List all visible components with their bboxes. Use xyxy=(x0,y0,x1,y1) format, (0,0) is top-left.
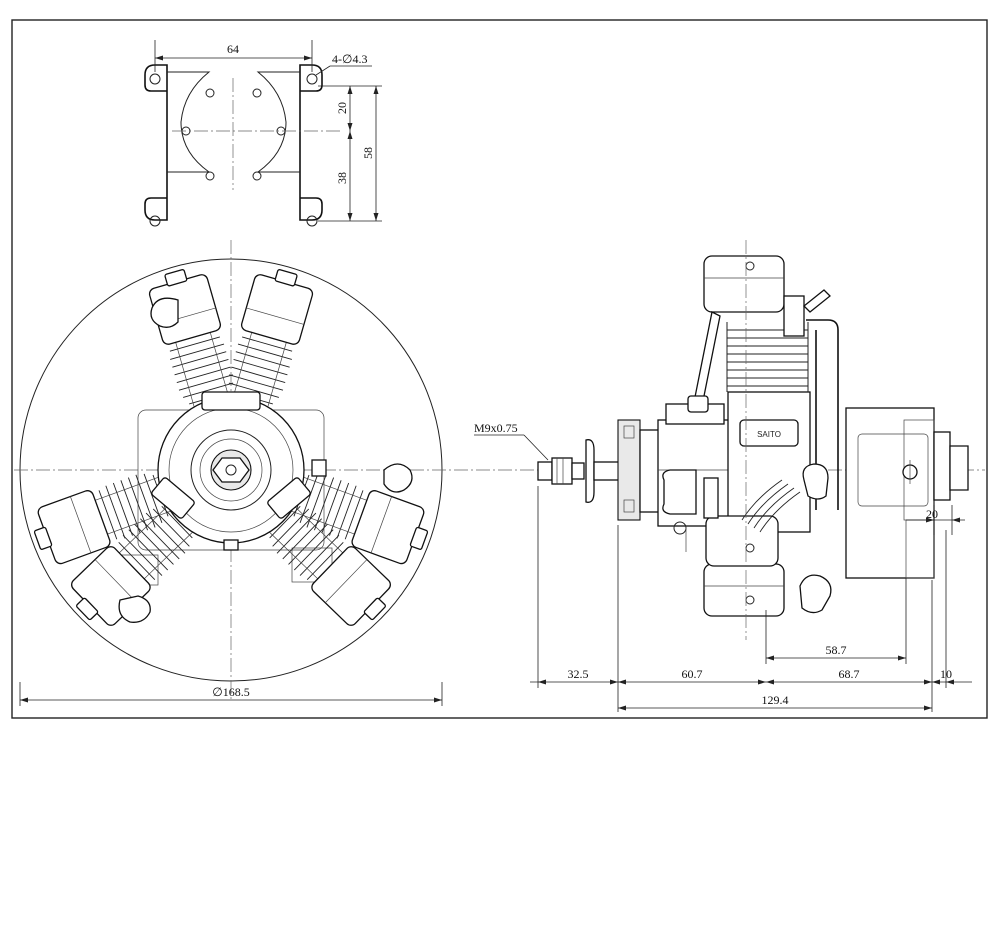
mount-height-dim: 58 xyxy=(361,147,375,159)
mount-width-dim: 64 xyxy=(227,42,239,56)
mount-plate-view: 64 4-∅4.3 20 38 58 xyxy=(144,40,382,227)
mount-holes-callout: 4-∅4.3 xyxy=(332,52,367,66)
overall-diameter-dim: ∅168.5 xyxy=(212,685,249,699)
thread-callout: M9x0.75 xyxy=(474,421,518,435)
mount-flange-dim: 10 xyxy=(940,667,952,681)
shaft-length-dim: 32.5 xyxy=(568,667,589,681)
overall-length-dim: 129.4 xyxy=(762,693,789,707)
prop-to-center-dim: 60.7 xyxy=(682,667,703,681)
center-to-mount-dim: 68.7 xyxy=(839,667,860,681)
side-view: M9x0.75 SAITO xyxy=(474,240,972,712)
hole-to-center-dim: 20 xyxy=(335,102,349,114)
backplate-span-dim: 58.7 xyxy=(826,643,847,657)
carb-offset-dim: 20 xyxy=(926,507,938,521)
drawing-border xyxy=(11,19,988,719)
center-to-hole-dim: 38 xyxy=(335,172,349,184)
engine-logo: SAITO xyxy=(757,430,781,439)
front-view: ∅168.5 xyxy=(14,240,985,706)
